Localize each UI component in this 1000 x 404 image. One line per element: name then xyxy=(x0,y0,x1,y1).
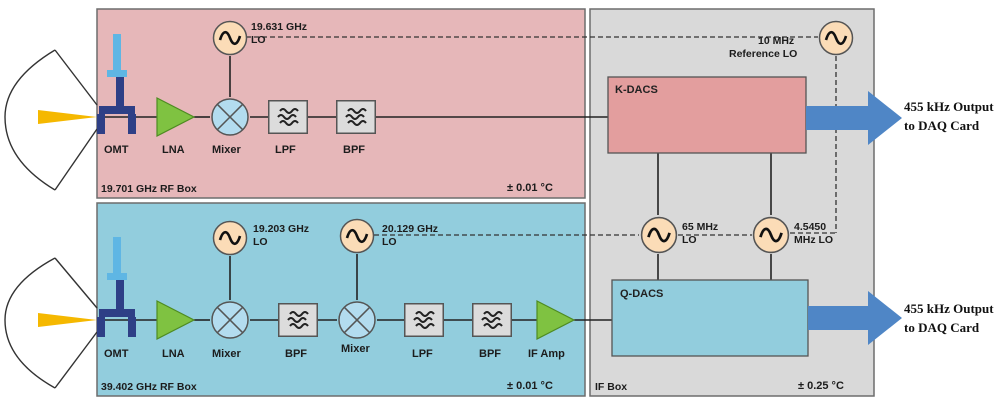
if-interconnect-lines xyxy=(657,153,772,280)
q-lo2-oscillator-icon xyxy=(339,218,375,254)
q-lna-label: LNA xyxy=(162,348,185,360)
q-mixer1-icon xyxy=(211,301,249,339)
if-box-title: IF Box xyxy=(595,381,627,393)
q-bpf2-icon xyxy=(472,303,512,337)
k-dacs-label: K-DACS xyxy=(615,84,658,96)
q-bpf1-label: BPF xyxy=(285,348,307,360)
k-output-label-line2: to DAQ Card xyxy=(904,118,980,133)
reference-lo-line1: 10 MHz xyxy=(758,35,794,47)
if-box-temp: ± 0.25 °C xyxy=(798,380,844,392)
q-mixer1-label: Mixer xyxy=(212,348,241,360)
q-omt-label: OMT xyxy=(104,348,129,360)
k-mixer-label: Mixer xyxy=(212,144,241,156)
q-output-label-line2: to DAQ Card xyxy=(904,320,980,335)
reference-lo-oscillator-icon xyxy=(818,20,854,56)
q-lo1-oscillator-icon xyxy=(212,220,248,256)
k-omt-label: OMT xyxy=(104,144,129,156)
k-mixer-icon xyxy=(211,98,249,136)
k-chain-lines xyxy=(97,56,608,118)
q-omt-icon xyxy=(97,237,136,337)
q-output-arrow-icon xyxy=(808,291,902,345)
q-lo1-tag-label: LO xyxy=(253,236,268,248)
q-bpf2-label: BPF xyxy=(479,348,501,360)
q-dacs-label: Q-DACS xyxy=(620,288,663,300)
q-lpf-label: LPF xyxy=(412,348,433,360)
k-output-label-line1: 455 kHz Output xyxy=(904,99,994,114)
k-output-arrow-icon xyxy=(806,91,902,145)
k-lpf-label: LPF xyxy=(275,144,296,156)
q-dacs-block xyxy=(611,279,809,357)
k-lo-freq-label: 19.631 GHz xyxy=(251,21,307,33)
q-lo2-freq-label: 20.129 GHz xyxy=(382,223,438,235)
reference-lo-dashed-lines xyxy=(246,36,837,236)
k-bpf-icon xyxy=(336,100,376,134)
lo-4545mhz-line1: 4.5450 xyxy=(794,221,826,233)
k-feed-horn xyxy=(4,49,98,191)
q-mixer2-icon xyxy=(338,301,376,339)
q-box-temp: ± 0.01 °C xyxy=(507,380,553,392)
k-bpf-label: BPF xyxy=(343,144,365,156)
k-lna-icon xyxy=(156,97,196,137)
k-box-title: 19.701 GHz RF Box xyxy=(101,183,197,195)
q-output-label-line1: 455 kHz Output xyxy=(904,301,994,316)
lo-4545mhz-oscillator-icon xyxy=(752,216,790,254)
q-if-amp-label: IF Amp xyxy=(528,348,565,360)
q-lpf-icon xyxy=(404,303,444,337)
k-lpf-icon xyxy=(268,100,308,134)
reference-lo-line2: Reference LO xyxy=(729,48,797,60)
lo-65mhz-line2: LO xyxy=(682,234,697,246)
lo-65mhz-line1: 65 MHz xyxy=(682,221,718,233)
k-box-temp: ± 0.01 °C xyxy=(507,182,553,194)
k-lna-label: LNA xyxy=(162,144,185,156)
k-lo-tag-label: LO xyxy=(251,34,266,46)
lo-4545mhz-line2: MHz LO xyxy=(794,234,833,246)
q-bpf1-icon xyxy=(278,303,318,337)
q-feed-horn xyxy=(4,257,98,389)
q-box-title: 39.402 GHz RF Box xyxy=(101,381,197,393)
k-dacs-block xyxy=(607,76,807,154)
lo-65mhz-oscillator-icon xyxy=(640,216,678,254)
k-omt-icon xyxy=(97,34,136,134)
q-lo2-tag-label: LO xyxy=(382,236,397,248)
q-chain-lines xyxy=(97,254,612,321)
q-mixer2-label: Mixer xyxy=(341,343,370,355)
q-lo1-freq-label: 19.203 GHz xyxy=(253,223,309,235)
k-lo-oscillator-icon xyxy=(212,20,248,56)
q-lna-icon xyxy=(156,300,196,340)
q-if-amp-icon xyxy=(536,300,576,340)
